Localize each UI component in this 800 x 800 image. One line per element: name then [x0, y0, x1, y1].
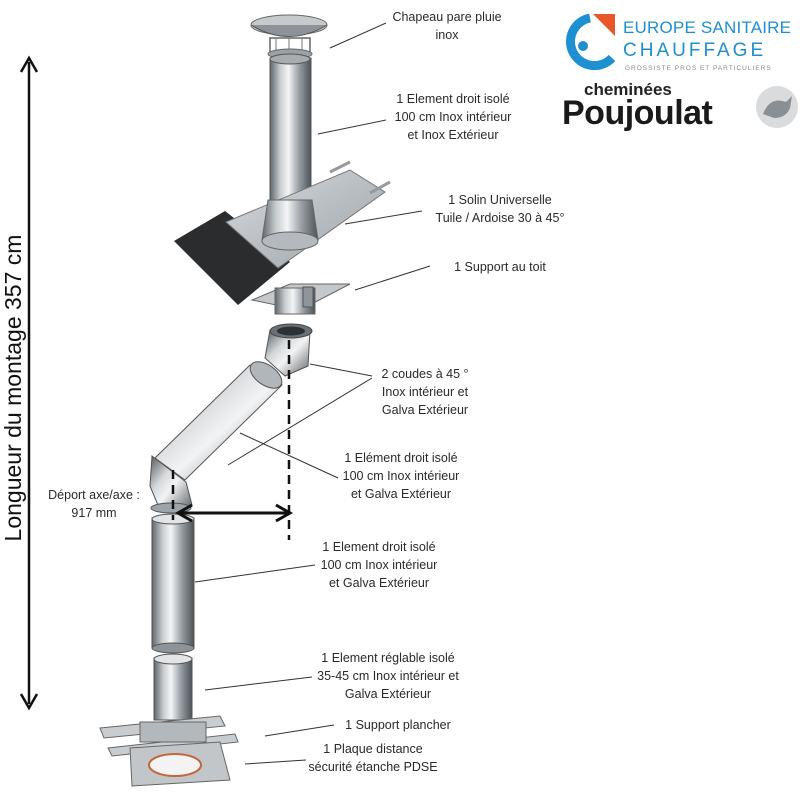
- europe-sanitaire-logo: EUROPE SANITAIRE CHAUFFAGE GROSSISTE PRO…: [555, 10, 795, 80]
- lower-straight-pipe: [151, 517, 195, 649]
- callout-text: 1 Element réglable isolé: [321, 651, 455, 665]
- callout-roof-support: 1 Support au toit: [425, 258, 575, 276]
- callout-pdse-plate: 1 Plaque distance sécurité étanche PDSE: [298, 740, 448, 776]
- callout-text: 100 cm Inox intérieur: [394, 110, 512, 124]
- callout-text: et Galva Extérieur: [328, 576, 430, 590]
- logo-line2: CHAUFFAGE: [623, 40, 767, 61]
- upper-elbow: [264, 323, 313, 377]
- callout-text: et Galva Extérieur: [350, 487, 452, 501]
- callout-text: 35-45 cm Inox intérieur et: [317, 669, 459, 683]
- roof-flashing: [174, 160, 391, 305]
- total-height-label: Longueur du montage 357 cm: [0, 234, 26, 542]
- poujoulat-cat-icon: [756, 86, 798, 128]
- callout-text: 100 cm Inox intérieur: [320, 558, 438, 572]
- callout-flashing: 1 Solin Universelle Tuile / Ardoise 30 à…: [415, 191, 585, 227]
- callout-text: 2 coudes à 45 °: [381, 367, 469, 381]
- height-dimension-arrow: [19, 55, 39, 711]
- logo-line1: cheminées: [584, 80, 672, 99]
- logo-line1: EUROPE SANITAIRE: [623, 18, 792, 37]
- callout-text: 100 cm Inox intérieur: [342, 469, 460, 483]
- callout-lower-pipe: 1 Element droit isolé 100 cm Inox intéri…: [304, 538, 454, 592]
- callout-text: 1 Support plancher: [345, 718, 451, 732]
- callout-text: 1 Solin Universelle: [448, 193, 552, 207]
- logo-tagline: GROSSISTE PROS ET PARTICULIERS: [625, 65, 772, 72]
- callout-text: 1 Element droit isolé: [322, 540, 436, 554]
- roof-support: [250, 283, 351, 315]
- callout-text: sécurité étanche PDSE: [308, 760, 438, 774]
- callout-text: Inox intérieur et: [381, 385, 469, 399]
- callout-text: Galva Extérieur: [344, 687, 432, 701]
- callout-elbows: 2 coudes à 45 ° Inox intérieur et Galva …: [365, 365, 485, 419]
- logo-line2: Poujoulat: [562, 94, 713, 132]
- callout-text: Tuile / Ardoise 30 à 45°: [435, 211, 565, 225]
- adjustable-pipe: [153, 657, 193, 721]
- lower-elbow: [149, 455, 193, 514]
- callout-rain-cap: Chapeau pare pluie inox: [372, 8, 522, 44]
- callout-text: 1 Elément droit isolé: [344, 451, 458, 465]
- pdse-plate: [129, 741, 231, 787]
- callout-inclined-pipe: 1 Elément droit isolé 100 cm Inox intéri…: [326, 449, 476, 503]
- callout-text: 1 Plaque distance: [323, 742, 423, 756]
- callout-text: 1 Element droit isolé: [396, 92, 510, 106]
- callout-text: Galva Extérieur: [381, 403, 469, 417]
- offset-dimension-arrow: [174, 503, 294, 523]
- europe-sanitaire-logo-mark: [566, 13, 616, 71]
- rain-cap: [250, 14, 328, 60]
- poujoulat-logo: cheminées Poujoulat: [560, 80, 800, 140]
- callout-text: Chapeau pare pluie: [392, 10, 502, 24]
- callout-text: et Inox Extérieur: [407, 128, 499, 142]
- offset-label-line1: Déport axe/axe :: [48, 488, 140, 502]
- offset-value: 917 mm: [71, 506, 117, 520]
- inclined-pipe: [154, 361, 283, 481]
- offset-label: Déport axe/axe : 917 mm: [34, 486, 154, 522]
- callout-adjustable-pipe: 1 Element réglable isolé 35-45 cm Inox i…: [298, 649, 478, 703]
- top-straight-pipe: [269, 57, 312, 201]
- callout-floor-support: 1 Support plancher: [328, 716, 468, 734]
- callout-top-pipe: 1 Element droit isolé 100 cm Inox intéri…: [378, 90, 528, 144]
- callout-text: inox: [435, 28, 459, 42]
- leader-lines: [194, 22, 431, 765]
- callout-text: 1 Support au toit: [454, 260, 546, 274]
